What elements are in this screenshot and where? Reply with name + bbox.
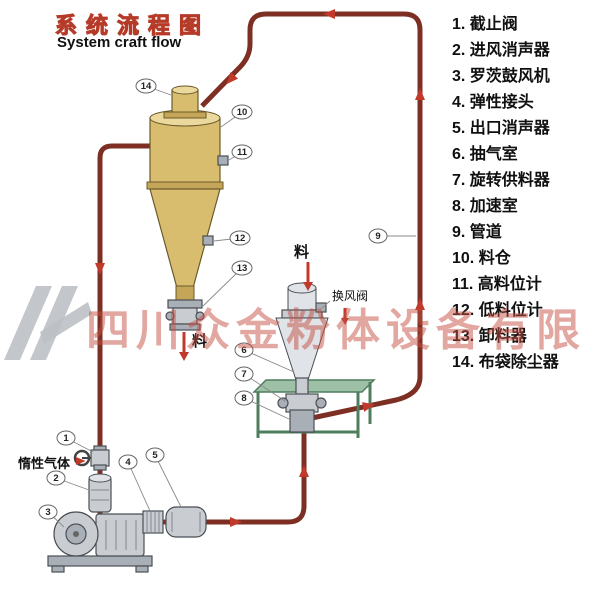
callout-14: 14 <box>135 78 172 96</box>
svg-text:9: 9 <box>375 231 380 242</box>
inert-gas-arrow <box>75 456 86 466</box>
material-in-arrow <box>303 262 313 291</box>
air-exchange-arrow <box>341 308 349 325</box>
legend-item-14: 14. 布袋除尘器 <box>452 354 559 371</box>
svg-text:13: 13 <box>237 263 248 274</box>
air-exchange-valve-label: 换风阀 <box>332 289 368 303</box>
rotary-feeder <box>277 393 327 413</box>
callout-6: 6 <box>234 342 295 373</box>
low-level-gauge <box>202 235 214 246</box>
discharger <box>165 299 205 331</box>
legend-item-4: 4. 弹性接头 <box>452 94 534 111</box>
legend-item-7: 7. 旋转供料器 <box>452 172 550 189</box>
high-level-gauge <box>217 155 229 166</box>
flow-arrow-riser-small <box>299 465 309 477</box>
callout-3: 3 <box>38 504 65 528</box>
feed-hopper <box>275 282 329 397</box>
legend-item-9: 9. 管道 <box>452 224 502 241</box>
svg-text:11: 11 <box>237 147 248 158</box>
callout-9: 9 <box>368 228 416 244</box>
stop-valve <box>73 445 110 471</box>
page-title-chinese: 系统流程图 <box>54 13 211 39</box>
silo-tank <box>146 109 224 301</box>
svg-text:3: 3 <box>45 507 50 518</box>
callout-11: 11 <box>228 144 253 161</box>
flow-arrow-bottom-right <box>230 517 242 527</box>
legend-item-2: 2. 进风消声器 <box>452 42 550 59</box>
flow-arrow-diagonal <box>362 402 375 412</box>
callout-10: 10 <box>220 104 253 128</box>
svg-text:6: 6 <box>241 345 246 356</box>
svg-text:12: 12 <box>235 233 246 244</box>
svg-text:8: 8 <box>241 393 246 404</box>
legend-item-13: 13. 卸料器 <box>452 328 527 345</box>
svg-text:1: 1 <box>63 433 69 444</box>
callout-5: 5 <box>145 447 182 508</box>
inlet-silencer <box>88 473 112 513</box>
callout-4: 4 <box>118 454 151 512</box>
svg-text:4: 4 <box>125 457 131 468</box>
svg-text:5: 5 <box>152 450 158 461</box>
legend-item-8: 8. 加速室 <box>452 198 518 215</box>
legend-item-12: 12. 低料位计 <box>452 302 543 319</box>
material-out-arrow <box>179 332 189 361</box>
svg-text:2: 2 <box>53 473 58 484</box>
svg-text:14: 14 <box>141 81 152 92</box>
roots-blower <box>47 511 153 573</box>
legend-item-1: 1. 截止阀 <box>452 16 518 33</box>
blower-outlet-pipe <box>128 432 307 525</box>
material-out-label: 料 <box>192 332 207 350</box>
flow-arrow-top-left <box>323 9 335 19</box>
page-title-english: System craft flow <box>57 34 182 51</box>
svg-text:10: 10 <box>237 107 248 118</box>
callout-1: 1 <box>56 430 94 453</box>
legend-list: 1. 截止阀 2. 进风消声器 3. 罗茨鼓风机 4. 弹性接头 5. 出口消声… <box>452 12 559 376</box>
legend-item-5: 5. 出口消声器 <box>452 120 550 137</box>
legend-item-10: 10. 料仓 <box>452 250 511 267</box>
callout-12: 12 <box>213 230 251 246</box>
inert-gas-label: 惰性气体 <box>18 456 71 471</box>
legend-item-11: 11. 高料位计 <box>452 276 542 293</box>
air-exchange-valve <box>315 300 331 313</box>
svg-text:7: 7 <box>241 369 246 380</box>
flow-arrow-return-down <box>95 263 105 275</box>
legend-item-3: 3. 罗茨鼓风机 <box>452 68 550 85</box>
flow-arrow-riser-up-1 <box>415 298 425 310</box>
callout-13: 13 <box>202 260 253 307</box>
bag-dust-collector <box>163 85 207 119</box>
flexible-joint <box>142 510 164 534</box>
callout-2: 2 <box>46 470 90 491</box>
flow-arrow-into-silo <box>226 71 239 85</box>
flow-arrow-riser-up-2 <box>415 88 425 100</box>
acceleration-chamber <box>289 409 315 433</box>
outlet-silencer <box>165 506 207 538</box>
material-in-label: 料 <box>294 243 309 261</box>
callout-7: 7 <box>234 366 286 402</box>
legend-item-6: 6. 抽气室 <box>452 146 518 163</box>
watermark-logo-icon <box>4 286 92 360</box>
callout-8: 8 <box>234 390 290 420</box>
